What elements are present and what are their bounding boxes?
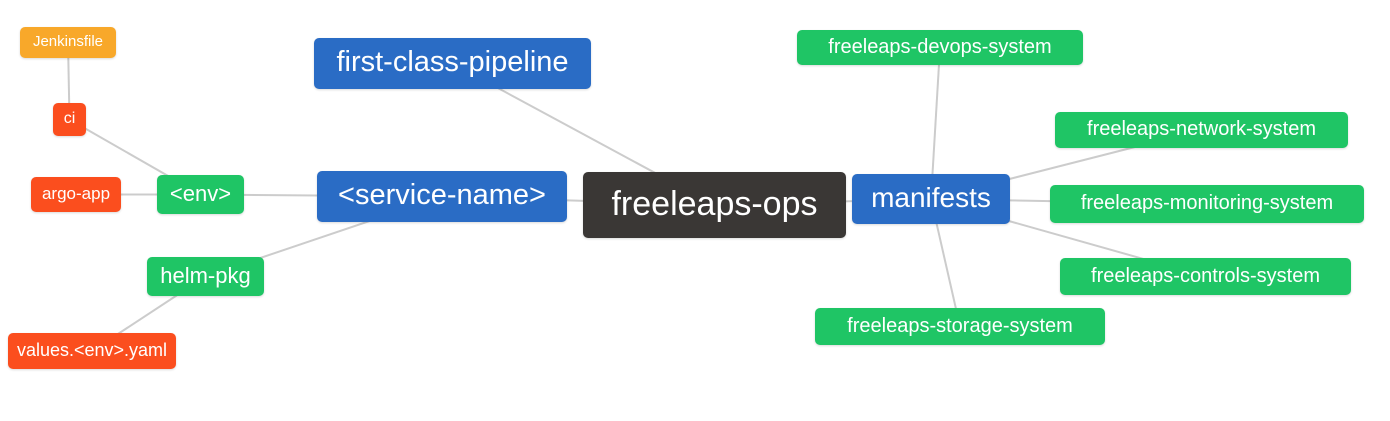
node-freeleaps-controls-system[interactable]: freeleaps-controls-system <box>1060 258 1351 295</box>
node-manifests[interactable]: manifests <box>852 174 1010 224</box>
node-service-name[interactable]: <service-name> <box>317 171 567 222</box>
node-label: freeleaps-monitoring-system <box>1080 192 1334 214</box>
node-label: <env> <box>169 180 232 206</box>
node-label: manifests <box>871 182 991 213</box>
node-values-env-yaml[interactable]: values.<env>.yaml <box>8 333 176 369</box>
node-env[interactable]: <env> <box>157 175 244 214</box>
node-freeleaps-monitoring-system[interactable]: freeleaps-monitoring-system <box>1050 185 1364 223</box>
node-label: freeleaps-ops <box>611 185 818 223</box>
node-first-class-pipeline[interactable]: first-class-pipeline <box>314 38 591 89</box>
node-argo-app[interactable]: argo-app <box>31 177 121 212</box>
node-label: ci <box>63 109 76 127</box>
node-label: argo-app <box>41 184 111 203</box>
node-helm-pkg[interactable]: helm-pkg <box>147 257 264 296</box>
node-label: freeleaps-controls-system <box>1091 264 1320 287</box>
node-freeleaps-network-system[interactable]: freeleaps-network-system <box>1055 112 1348 148</box>
node-label: helm-pkg <box>160 262 251 288</box>
node-label: freeleaps-devops-system <box>828 35 1052 58</box>
node-label: freeleaps-storage-system <box>847 314 1073 337</box>
node-label: first-class-pipeline <box>336 46 569 78</box>
edge-manifests-to-freeleaps-devops-system <box>930 47 941 200</box>
node-label: <service-name> <box>338 179 546 211</box>
node-jenkinsfile[interactable]: Jenkinsfile <box>20 27 116 58</box>
node-ci[interactable]: ci <box>53 103 86 136</box>
node-label: Jenkinsfile <box>32 33 104 50</box>
node-freeleaps-storage-system[interactable]: freeleaps-storage-system <box>815 308 1105 345</box>
node-label: freeleaps-network-system <box>1087 118 1316 140</box>
node-freeleaps-ops[interactable]: freeleaps-ops <box>583 172 846 238</box>
node-freeleaps-devops-system[interactable]: freeleaps-devops-system <box>797 30 1083 65</box>
node-label: values.<env>.yaml <box>16 340 168 360</box>
